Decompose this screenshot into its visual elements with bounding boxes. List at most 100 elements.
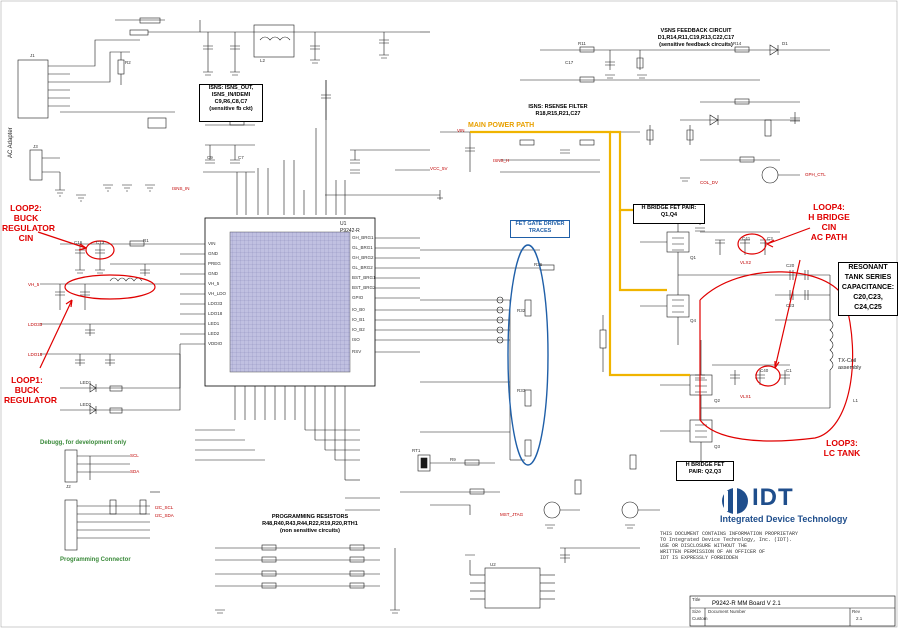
- loop3-lc-tank-highlight: [699, 271, 854, 442]
- fet-gate-box: FET GATE DRIVER TRACES: [510, 220, 570, 238]
- chip-right-pin: IO_B0: [352, 307, 365, 312]
- loop4-line-4: AC PATH: [810, 232, 848, 242]
- part-q2: Q2: [714, 398, 721, 403]
- loop4-highlight: [737, 233, 767, 255]
- chip-right-pin: RSV: [352, 349, 362, 354]
- part-c1: C1: [786, 368, 792, 373]
- chip-ref: U1: [340, 221, 347, 227]
- part-c20: C20: [786, 263, 795, 268]
- size-value: Custom: [692, 616, 708, 621]
- chip-left-pin: LDO18: [208, 311, 223, 316]
- chip-left-pin: PREG: [208, 261, 221, 266]
- part-c23: C23: [786, 303, 795, 308]
- size-label: Size: [692, 609, 701, 614]
- net-vlx2: VLX2: [740, 260, 752, 265]
- loop1-line-2: BUCK: [14, 385, 40, 395]
- part-rt1: RT1: [412, 448, 421, 453]
- part-led1: LED1: [80, 380, 92, 385]
- net-ldo18: LDO18: [28, 352, 43, 357]
- resonant-line-3: CAPACITANCE:: [841, 284, 895, 291]
- net-mst-jtag: MST_JTAG: [500, 512, 524, 517]
- isns-line-1: ISNS: ISNS_OUT,: [208, 85, 254, 91]
- prog-line-3: (non sensitive circuits): [280, 528, 340, 534]
- net-scl: SCL: [130, 453, 139, 458]
- u2-chip: [484, 567, 541, 609]
- rsense-line-2: R18,R15,R21,C27: [535, 111, 581, 117]
- loop1-line-1: LOOP1:: [11, 375, 43, 385]
- fet-gate-line-2: TRACES: [528, 228, 552, 234]
- chip-right-pin: GL_BRG2: [352, 265, 373, 270]
- doc-number-label: Document Number: [708, 609, 746, 614]
- chip-right-pin: GL_BRG1: [352, 245, 373, 250]
- r2-resistor: [117, 59, 125, 75]
- chip-left-pin: VDDIO: [208, 341, 223, 346]
- net-sda: SDA: [130, 469, 140, 474]
- loop2-line-4: CIN: [18, 233, 34, 243]
- part-r9: R9: [450, 457, 456, 462]
- chip-left-pin: LED1: [208, 321, 220, 326]
- loop3-line-2: LC TANK: [823, 448, 861, 458]
- hbridge-q1q4-line-2: Q1,Q4: [660, 212, 678, 218]
- chip-left-pin: LDO33: [208, 301, 223, 306]
- tx-coil-label: TX-Coil assembly: [838, 358, 861, 372]
- chip-part: P9242-R: [340, 228, 360, 234]
- part-q3: Q3: [714, 444, 721, 449]
- loop4-line-3: CIN: [821, 222, 837, 232]
- resonant-line-5: C24,C25: [854, 304, 882, 311]
- net-i2c-sda: I2C_SDA: [155, 513, 174, 518]
- part-c13: C13: [96, 240, 105, 245]
- part-c17: C17: [565, 60, 574, 65]
- loop1-highlight: [64, 274, 156, 300]
- part-c40: C40: [760, 368, 769, 373]
- part-c3: C3: [767, 236, 773, 241]
- resonant-line-2: TANK SERIES: [844, 274, 892, 281]
- tx-coil-line-1: TX-Coil: [838, 358, 857, 364]
- main-power-path-label: MAIN POWER PATH: [468, 122, 535, 129]
- rsense-line-1: ISNS: RSENSE FILTER: [528, 104, 588, 110]
- net-gph: GPH_CTL: [805, 172, 826, 177]
- loop2-line-3: REGULATOR: [2, 223, 56, 233]
- part-c7: C7: [238, 155, 244, 160]
- hbridge-q2q3-line-2: PAIR: Q2,Q3: [688, 469, 722, 475]
- part-led2: LED2: [80, 402, 92, 407]
- chip-right-pin: ISO: [352, 337, 360, 342]
- loop4-label: LOOP4: H BRIDGE CIN AC PATH: [800, 202, 858, 242]
- chip-right-pin: GH_BRG2: [352, 255, 374, 260]
- part-u2: U2: [490, 562, 496, 567]
- part-q1: Q1: [690, 255, 697, 260]
- rev-value: 2.1: [856, 616, 863, 621]
- prog-line-1: PROGRAMMING RESISTORS: [271, 514, 349, 520]
- hbridge-q2q3-line-1: H BRIDGE FET: [685, 462, 725, 468]
- chip-left-pin: GND: [208, 271, 218, 276]
- main-power-path-trace: [470, 130, 690, 377]
- net-ldo33: LDO33: [28, 322, 43, 327]
- input-connector-j1: [17, 59, 49, 119]
- net-i2c-scl: I2C_SCL: [155, 505, 174, 510]
- net-vh5: VH_5: [28, 282, 40, 287]
- part-d1: D1: [782, 41, 788, 46]
- proprietary-notice: THIS DOCUMENT CONTAINS INFORMATION PROPR…: [660, 531, 799, 561]
- loop2-highlight: [85, 240, 115, 260]
- title-block: [689, 595, 896, 627]
- idt-logo: IDT Integrated Device Technology: [720, 484, 870, 524]
- loop4-line-1: LOOP4:: [813, 202, 845, 212]
- programming-resistors-box: PROGRAMMING RESISTORS R48,R40,R43,R44,R2…: [255, 514, 365, 536]
- chip-right-pin: GPIO: [352, 295, 364, 300]
- resonant-line-1: RESONANT: [848, 264, 888, 271]
- net-vlx1: VLX1: [740, 394, 752, 399]
- hbridge-q2q3-box: H BRIDGE FET PAIR: Q2,Q3: [676, 461, 734, 481]
- chip-left-pin: VIN: [208, 241, 216, 246]
- net-isns-h: ISNS_H: [493, 158, 510, 163]
- chip-right-pin: BST_BRG1: [352, 275, 376, 280]
- loop4-line-2: H BRIDGE: [808, 212, 850, 222]
- net-isns-in: ISNS_IN: [172, 186, 190, 191]
- resonant-tank-box: RESONANT TANK SERIES CAPACITANCE: C20,C2…: [838, 262, 898, 316]
- part-r1: R1: [143, 238, 149, 243]
- part-j3: J3: [33, 144, 38, 149]
- part-l1: L1: [853, 398, 859, 403]
- part-j1: J1: [30, 53, 35, 58]
- rev-label: Rev: [852, 609, 861, 614]
- loop1-label: LOOP1: BUCK REGULATOR: [4, 375, 57, 405]
- net-vcc5v: VCC_5V: [430, 166, 448, 171]
